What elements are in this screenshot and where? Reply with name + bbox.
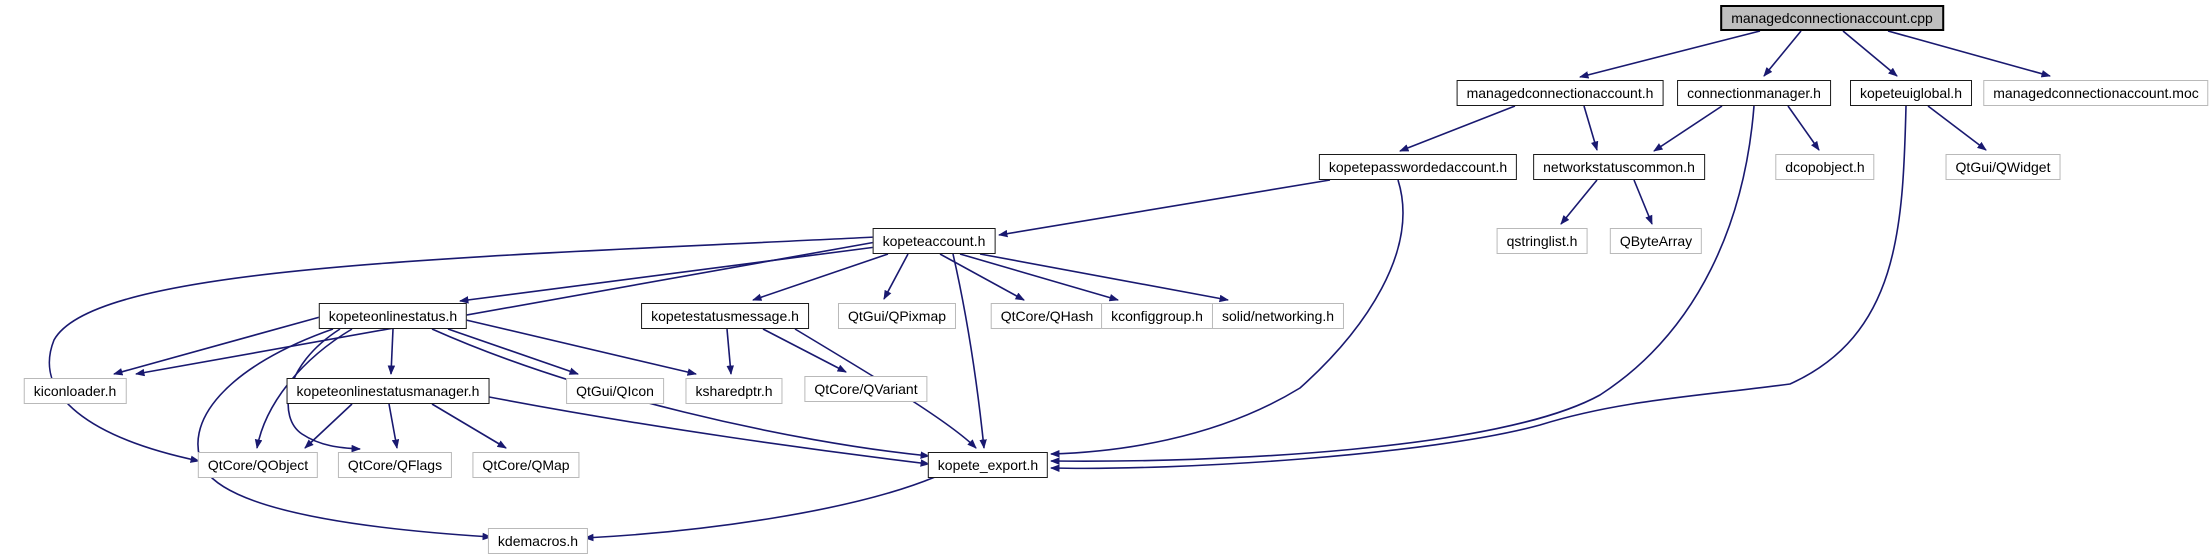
node-connectionmanager-h[interactable]: connectionmanager.h — [1677, 80, 1831, 106]
node-kopetepasswordedaccount-h[interactable]: kopetepasswordedaccount.h — [1318, 154, 1518, 180]
node-kopeteonlinestatusmanager-h[interactable]: kopeteonlinestatusmanager.h — [286, 378, 490, 404]
edge-kopetestatusmessage-h--ksharedptr-h — [726, 328, 734, 375]
edge-kopeteonlinestatusmanager-h--qtcore-qmap — [431, 403, 507, 449]
node-solid-networking-h: solid/networking.h — [1211, 303, 1345, 329]
edge-managedconnectionaccount-cpp--managedconnectionaccount-h — [1579, 30, 1761, 79]
edge-kopeteonlinestatus-h--qtcore-qflags — [287, 328, 361, 453]
edge-kopeteonlinestatusmanager-h--qtcore-qflags — [388, 403, 400, 449]
edge-managedconnectionaccount-cpp--connectionmanager-h — [1763, 30, 1802, 77]
edge-kopeteuiglobal-h--kopete-export-h — [1050, 105, 1907, 472]
node-qtcore-qflags: QtCore/QFlags — [337, 452, 453, 478]
node-managedconnectionaccount-moc: managedconnectionaccount.moc — [1983, 80, 2209, 106]
edge-kopetepasswordedaccount-h--kopete-export-h — [1050, 179, 1404, 458]
edge-kopeteonlinestatus-h--kiconloader-h — [113, 316, 321, 376]
edge-kopeteonlinestatusmanager-h--kopete-export-h — [483, 395, 930, 467]
node-dcopobject-h: dcopobject.h — [1775, 154, 1875, 180]
node-managedconnectionaccount-cpp: managedconnectionaccount.cpp — [1720, 5, 1944, 31]
edge-kopeteaccount-h--kiconloader-h — [135, 241, 877, 377]
edge-kopeteuiglobal-h--qtgui-qwidget — [1927, 105, 1987, 151]
node-qtcore-qobject: QtCore/QObject — [197, 452, 319, 478]
node-kiconloader-h: kiconloader.h — [23, 378, 127, 404]
edge-kopeteonlinestatus-h--qtgui-qicon — [447, 328, 579, 375]
node-kopeteuiglobal-h[interactable]: kopeteuiglobal.h — [1850, 80, 1972, 106]
node-kdemacros-h: kdemacros.h — [487, 528, 589, 554]
node-kopeteaccount-h[interactable]: kopeteaccount.h — [872, 228, 996, 254]
node-qbytearray: QByteArray — [1609, 228, 1703, 254]
edge-kopeteaccount-h--qtgui-qpixmap — [883, 253, 909, 300]
edge-connectionmanager-h--dcopobject-h — [1787, 105, 1820, 151]
edge-managedconnectionaccount-cpp--kopeteuiglobal-h — [1842, 30, 1898, 77]
node-managedconnectionaccount-h[interactable]: managedconnectionaccount.h — [1456, 80, 1664, 106]
node-kopetestatusmessage-h[interactable]: kopetestatusmessage.h — [641, 303, 809, 329]
edge-networkstatuscommon-h--qstringlist-h — [1560, 179, 1598, 225]
node-qtcore-qvariant: QtCore/QVariant — [804, 376, 928, 402]
edge-kopete-export-h--kdemacros-h — [584, 476, 936, 542]
edge-managedconnectionaccount-h--kopetepasswordedaccount-h — [1399, 105, 1516, 152]
node-kconfiggroup-h: kconfiggroup.h — [1101, 303, 1213, 329]
edge-kopeteonlinestatus-h--ksharedptr-h — [465, 319, 697, 376]
edge-kopeteonlinestatus-h--kopeteonlinestatusmanager-h — [387, 328, 396, 375]
edge-kopeteonlinestatusmanager-h--qtcore-qobject — [304, 403, 353, 449]
edge-kopeteonlinestatus-h--kdemacros-h — [197, 328, 492, 541]
node-qtgui-qwidget: QtGui/QWidget — [1945, 154, 2061, 180]
edge-kopeteonlinestatus-h--kopete-export-h — [431, 328, 930, 459]
node-qtgui-qpixmap: QtGui/QPixmap — [837, 303, 957, 329]
edge-kopeteaccount-h--kopetestatusmessage-h — [752, 253, 889, 301]
edge-kopetestatusmessage-h--qtcore-qvariant — [762, 328, 847, 373]
node-qtcore-qmap: QtCore/QMap — [472, 452, 580, 478]
edge-kopeteaccount-h--kopeteonlinestatus-h — [459, 246, 877, 304]
edge-kopeteaccount-h--qtcore-qobject — [48, 236, 877, 463]
edge-kopetepasswordedaccount-h--kopeteaccount-h — [998, 179, 1331, 238]
edge-kopeteaccount-h--kopete-export-h — [952, 253, 987, 449]
node-networkstatuscommon-h[interactable]: networkstatuscommon.h — [1533, 154, 1705, 180]
edge-kopeteaccount-h--solid-networking-h — [979, 253, 1229, 303]
node-qstringlist-h: qstringlist.h — [1496, 228, 1588, 254]
node-qtgui-qicon: QtGui/QIcon — [566, 378, 664, 404]
edge-kopeteaccount-h--kconfiggroup-h — [959, 253, 1119, 302]
edge-managedconnectionaccount-h--networkstatuscommon-h — [1583, 105, 1599, 151]
node-ksharedptr-h: ksharedptr.h — [685, 378, 783, 404]
edge-connectionmanager-h--networkstatuscommon-h — [1653, 105, 1723, 152]
node-qtcore-qhash: QtCore/QHash — [990, 303, 1104, 329]
edge-connectionmanager-h--kopete-export-h — [1050, 105, 1755, 465]
edge-managedconnectionaccount-cpp--managedconnectionaccount-moc — [1887, 30, 2051, 78]
node-kopeteonlinestatus-h[interactable]: kopeteonlinestatus.h — [318, 303, 468, 329]
node-kopete-export-h[interactable]: kopete_export.h — [927, 452, 1049, 478]
edge-networkstatuscommon-h--qbytearray — [1633, 179, 1653, 225]
